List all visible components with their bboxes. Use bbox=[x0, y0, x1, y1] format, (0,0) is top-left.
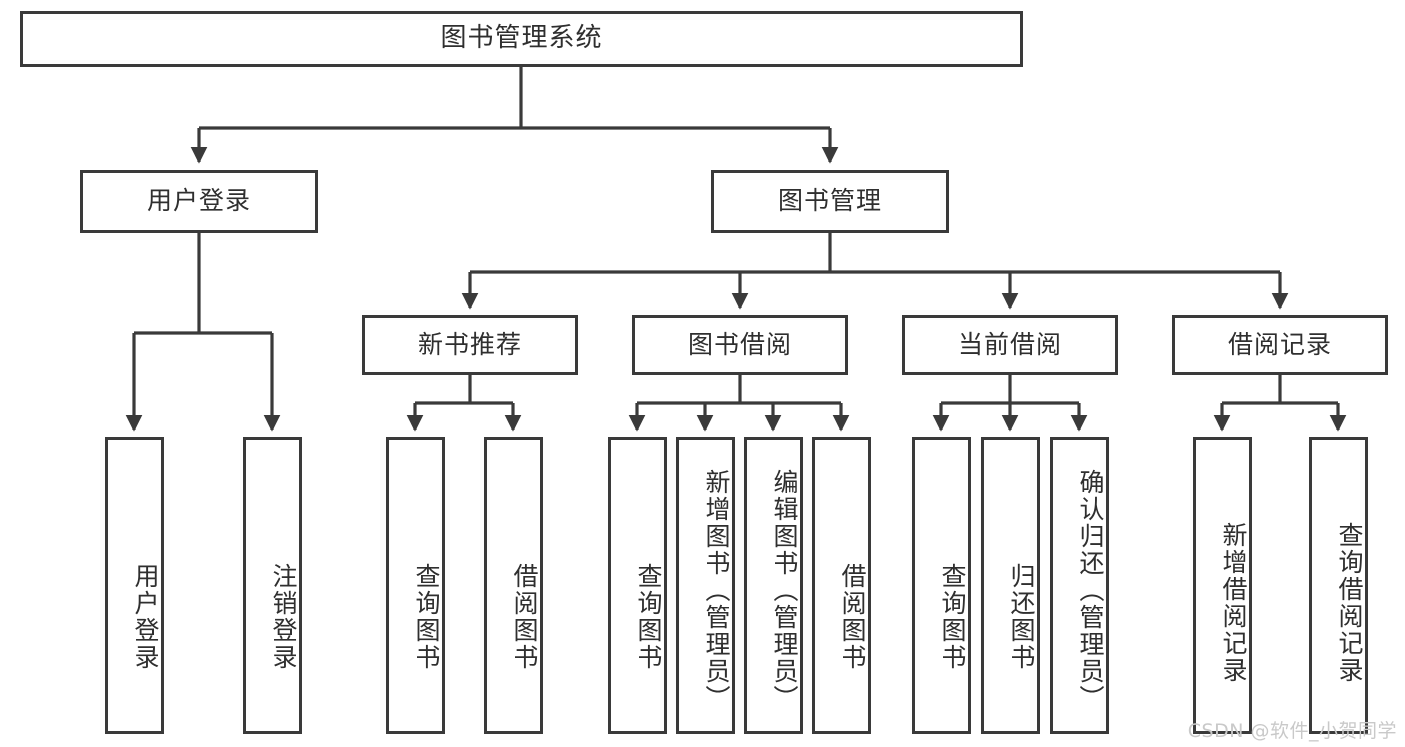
node-label: 图书借阅 bbox=[687, 329, 792, 359]
node-label: 图书管理 bbox=[777, 186, 882, 216]
node-leaf-query-book-1[interactable]: 查询图书 bbox=[386, 437, 445, 734]
node-book-manage[interactable]: 图书管理 bbox=[711, 170, 949, 233]
node-label: 借阅图书 bbox=[510, 562, 539, 671]
node-leaf-query-record[interactable]: 查询借阅记录 bbox=[1309, 437, 1368, 734]
node-label: 新增图书（管理员） bbox=[702, 469, 731, 712]
node-label: 图书管理系统 bbox=[440, 23, 603, 54]
node-leaf-confirm-return[interactable]: 确认归还（管理员） bbox=[1050, 437, 1109, 734]
node-leaf-user-login[interactable]: 用户登录 bbox=[105, 437, 164, 734]
node-leaf-query-book-3[interactable]: 查询图书 bbox=[912, 437, 971, 734]
node-label: 查询图书 bbox=[938, 562, 967, 671]
node-leaf-add-book[interactable]: 新增图书（管理员） bbox=[676, 437, 735, 734]
node-label: 用户登录 bbox=[146, 186, 251, 216]
node-leaf-add-record[interactable]: 新增借阅记录 bbox=[1193, 437, 1252, 734]
node-new-book-rec[interactable]: 新书推荐 bbox=[362, 315, 578, 375]
node-leaf-borrow-book-2[interactable]: 借阅图书 bbox=[812, 437, 871, 734]
node-leaf-query-book-2[interactable]: 查询图书 bbox=[608, 437, 667, 734]
node-label: 查询图书 bbox=[412, 562, 441, 671]
node-book-borrow[interactable]: 图书借阅 bbox=[632, 315, 848, 375]
node-label: 确认归还（管理员） bbox=[1076, 469, 1105, 712]
node-current-borrow[interactable]: 当前借阅 bbox=[902, 315, 1118, 375]
node-leaf-edit-book[interactable]: 编辑图书（管理员） bbox=[744, 437, 803, 734]
node-label: 归还图书 bbox=[1007, 562, 1036, 671]
node-leaf-user-logout[interactable]: 注销登录 bbox=[243, 437, 302, 734]
node-label: 借阅图书 bbox=[838, 562, 867, 671]
node-label: 用户登录 bbox=[131, 562, 160, 671]
node-leaf-return-book[interactable]: 归还图书 bbox=[981, 437, 1040, 734]
node-label: 当前借阅 bbox=[957, 329, 1062, 359]
node-root-system[interactable]: 图书管理系统 bbox=[20, 11, 1023, 67]
node-label: 编辑图书（管理员） bbox=[770, 469, 799, 712]
node-user-login[interactable]: 用户登录 bbox=[80, 170, 318, 233]
node-label: 新增借阅记录 bbox=[1219, 521, 1248, 684]
node-label: 注销登录 bbox=[269, 562, 298, 671]
node-label: 新书推荐 bbox=[417, 329, 522, 359]
node-label: 借阅记录 bbox=[1227, 329, 1332, 359]
node-label: 查询图书 bbox=[634, 562, 663, 671]
node-label: 查询借阅记录 bbox=[1335, 521, 1364, 684]
csdn-watermark: CSDN @软件_小贺同学 bbox=[1187, 720, 1397, 742]
node-borrow-record[interactable]: 借阅记录 bbox=[1172, 315, 1388, 375]
node-leaf-borrow-book-1[interactable]: 借阅图书 bbox=[484, 437, 543, 734]
